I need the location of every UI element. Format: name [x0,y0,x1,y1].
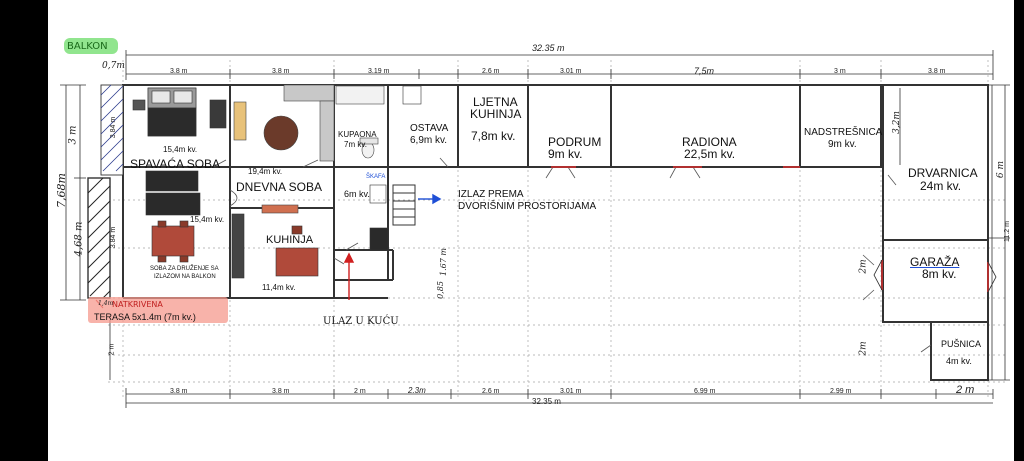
kupaona-name: KUPAONA [338,130,377,139]
dim-left-inner-lower: 3.84 m [110,226,118,249]
dim-top-1: 3.8 m [170,68,188,75]
bathroom-fixtures [335,85,385,159]
terasa-highlight [88,297,228,323]
exit-arrow [418,193,442,205]
dim-left-bottom: 2 m [108,343,116,356]
dim-top-3: 3.19 m [368,68,390,75]
dim-bottom-3: 2 m [354,388,366,395]
drvarnica-area: 24m kv. [920,179,962,193]
druzenje-line1: SOBA ZA DRUŽENJE SA [150,266,219,272]
druzenje-area: 15,4m kv. [190,215,225,224]
ljetna-line2: KUHINJA [470,107,522,121]
left-dimension-lines [60,84,111,380]
dim-drvarnica-height: 3,2m [891,111,902,134]
podrum-name: PODRUM [548,135,602,149]
doors [212,157,932,353]
entry-block-walls [333,166,389,281]
dim-total-top: 32.35 m [532,43,565,53]
stairs [392,184,416,226]
drvarnica-name: DRVARNICA [908,166,978,180]
dim-right-total: 11.2 m [1003,221,1011,242]
radiona-name: RADIONA [682,135,737,149]
pusnica-name: PUŠNICA [941,339,982,349]
dim-bottom-1: 3.8 m [170,388,188,395]
izlaz-line1: IZLAZ PREMA [458,189,524,200]
dim-top-5: 3.01 m [560,68,582,75]
balkon-highlight [64,38,118,54]
garage-doors [873,259,997,293]
dim-entry-a: 1.67 m [438,248,448,276]
spavaca-name: SPAVAĆA SOBA [130,157,221,171]
floor-plan-drawing [60,38,1010,408]
pusnica-area: 4m kv. [946,356,972,366]
entry-arrow [343,252,355,300]
storage-fixtures [369,85,422,251]
dim-garaza-left: 2m [858,259,869,274]
garaza-name: GARAŽA [910,255,960,269]
dim-left-inner-upper: 3.84 m [110,116,118,139]
ljetna-area: 7,8m kv. [471,129,516,143]
bedroom-furniture [132,87,227,192]
spavaca-area: 15,4m kv. [163,145,198,154]
balkon-width: 0,7m [102,61,125,71]
dim-left-lower: 4,68 m [73,221,85,257]
ostava-area: 6,9m kv. [410,135,448,146]
garaza-area: 8m kv. [922,267,957,281]
top-dimension-lines [125,50,994,80]
dim-left-upper: 3 m [67,125,79,145]
dim-bottom-4: 2.3m [408,386,426,395]
terrace-hatch [87,177,111,299]
bottom-dimension-lines [125,388,994,408]
dim-right-upper: 6 m [996,160,1007,179]
dim-bottom-5: 2.6 m [482,388,500,395]
right-dimension-lines [899,84,1010,381]
dim-bottom-8: 2.99 m [830,388,852,395]
kuhinja-area: 11,4m kv. [262,283,296,292]
dim-top-4: 2.6 m [482,68,500,75]
ljetna-line1: LJETNA [473,95,518,109]
terasa-width: 1,4m [98,300,114,307]
dnevna-name: DNEVNA SOBA [236,180,323,194]
terasa-label: TERASA 5x1.4m (7m kv.) [94,312,196,322]
dim-top-8: 3.8 m [928,68,946,75]
living-room-furniture [233,84,335,214]
dim-top-2: 3.8 m [272,68,290,75]
kupaona-area: 7m kv. [344,140,367,149]
radiona-area: 22,5m kv. [684,147,736,161]
door-markers [551,166,989,292]
dim-bottom-6: 3.01 m [560,388,582,395]
ulaz-label: ULAZ U KUĆU [323,316,399,327]
dim-pusnica-left: 2m [858,341,869,356]
nadstresnica-name: NADSTREŠNICA [804,127,883,138]
ostava-name: OSTAVA [410,123,449,134]
dnevna-area: 19,4m kv. [248,167,283,176]
kuhinja-name: KUHINJA [266,234,314,246]
balcony-hatch-blue [100,84,124,172]
dim-total-bottom: 32.35 m [532,397,561,406]
balkon-label: BALKON [67,41,108,52]
nadstresnica-area: 9m kv. [828,139,857,150]
stair-mark: ŠKAFA [366,174,386,180]
druzenje-line2: IZLAZOM NA BALKON [154,274,216,280]
dim-top-6: 7,5m [694,66,715,76]
social-room-furniture [145,192,201,263]
podrum-area: 9m kv. [548,147,583,161]
natkrivena-label: NATKRIVENA [112,300,163,309]
dim-bottom-7: 6.99 m [694,388,716,395]
stairs-area: 6m kv. [344,189,370,199]
dim-top-7: 3 m [834,68,846,75]
izlaz-line2: DVORIŠNIM PROSTORIJAMA [458,201,597,212]
balcony-hatch [87,84,124,299]
floor-plan-sheet: BALKON 0,7m NATKRIVENA TERASA 5x1.4m (7m… [48,0,1014,461]
kitchen-furniture [231,213,319,279]
dim-bottom-2: 3.8 m [272,388,290,395]
dim-bottom-9: 2 m [956,384,975,396]
dim-left-total: 7,68m [54,173,68,208]
dim-entry-b: 0,85 [435,281,445,299]
